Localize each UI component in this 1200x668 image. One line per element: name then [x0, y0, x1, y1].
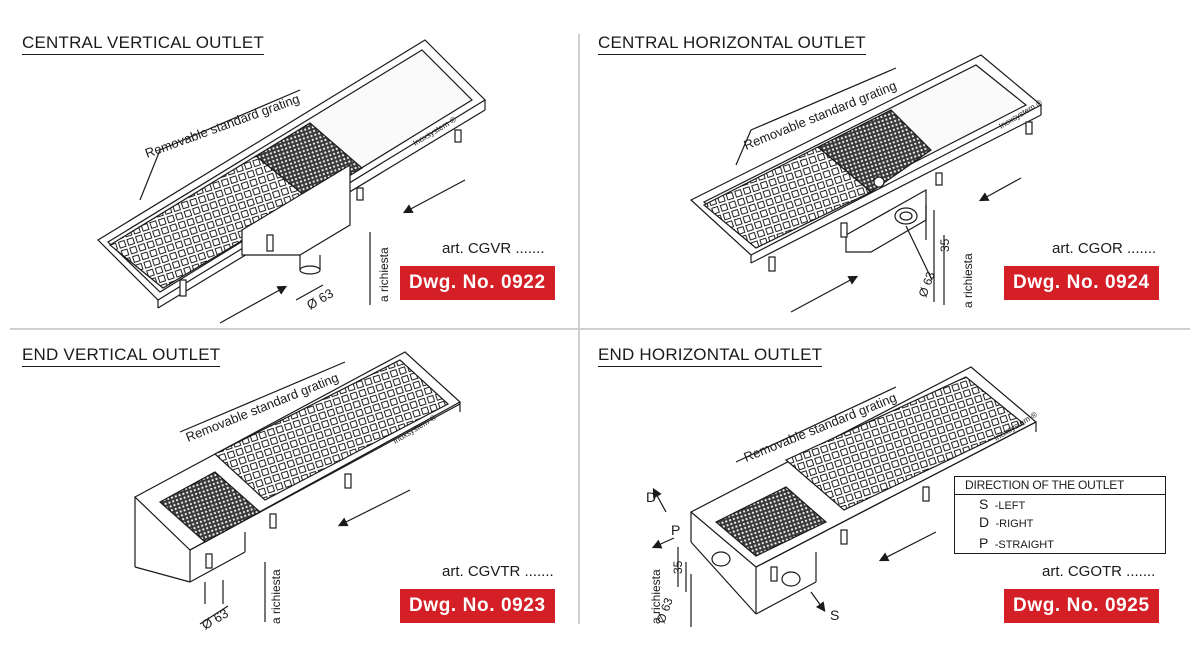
article-code: art. CGVR .......	[442, 240, 545, 257]
direction-legend: DIRECTION OF THE OUTLET S -LEFT D -RIGHT	[954, 476, 1166, 554]
legend-row-left: S -LEFT	[955, 495, 1165, 514]
channel-drain-drawing: Removable standard grating Inoxsystem ® …	[97, 39, 486, 324]
legend-code: P	[979, 535, 989, 551]
legend-code: D	[979, 514, 990, 530]
panel-title: END HORIZONTAL OUTLET	[598, 344, 823, 367]
article-code: art. CGOTR .......	[1042, 563, 1156, 580]
article-code: art. CGOR .......	[1052, 240, 1157, 257]
legend-desc: -LEFT	[994, 500, 1026, 512]
drawing-number-badge: Dwg. No. 0923	[400, 589, 555, 623]
legend-desc: -RIGHT	[995, 518, 1034, 530]
legend-desc: -STRAIGHT	[994, 539, 1054, 551]
diameter-label: Ø 63	[199, 606, 231, 633]
legend-row-right: D -RIGHT	[955, 513, 1165, 532]
a-richiesta-label: a richiesta	[377, 247, 391, 302]
panel-central-vertical-outlet: CENTRAL VERTICAL OUTLET Remov	[10, 30, 588, 356]
panel-title: CENTRAL HORIZONTAL OUTLET	[598, 32, 866, 55]
drawing-number-badge: Dwg. No. 0922	[400, 266, 555, 300]
depth-label: 35	[938, 238, 952, 252]
legend-code: S	[979, 496, 989, 512]
panel-central-horizontal-outlet: CENTRAL HORIZONTAL OUTLET	[586, 30, 1164, 356]
legend-row-straight: P -STRAIGHT	[955, 534, 1165, 553]
drawing-number-badge: Dwg. No. 0924	[1004, 266, 1159, 300]
a-richiesta-label: a richiesta	[961, 253, 975, 308]
channel-drain-drawing: Removable standard grating Inoxsystem ® …	[646, 366, 1039, 627]
direction-marker-p: P	[671, 522, 680, 538]
direction-marker-s: S	[830, 607, 839, 623]
legend-title: DIRECTION OF THE OUTLET	[955, 477, 1165, 495]
panel-title: END VERTICAL OUTLET	[22, 344, 221, 367]
channel-drain-drawing: Removable standard grating Inoxsystem ® …	[689, 54, 1044, 313]
a-richiesta-label: a richiesta	[649, 569, 663, 624]
horizontal-divider	[10, 328, 1190, 330]
a-richiesta-label: a richiesta	[269, 569, 283, 624]
channel-drain-drawing: Removable standard grating Inoxsystem ® …	[133, 351, 462, 633]
diameter-label: Ø 63	[304, 286, 336, 313]
panel-title: CENTRAL VERTICAL OUTLET	[22, 32, 265, 55]
panel-end-vertical-outlet: END VERTICAL OUTLET Removable standard g…	[10, 342, 588, 668]
depth-label: 35	[671, 560, 685, 574]
panel-end-horizontal-outlet: END HORIZONTAL OUTLET	[586, 342, 1164, 668]
direction-marker-d: D	[646, 489, 656, 505]
drawing-number-badge: Dwg. No. 0925	[1004, 589, 1159, 623]
article-code: art. CGVTR .......	[442, 563, 554, 580]
